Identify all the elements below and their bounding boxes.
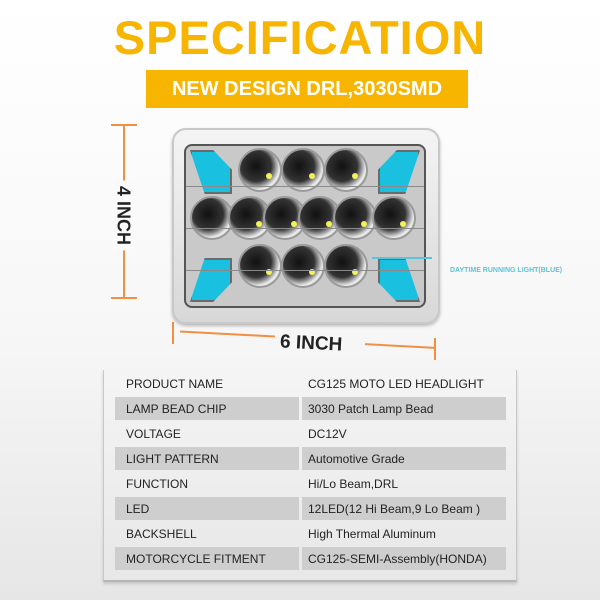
- led-chip-icon: [266, 173, 272, 179]
- spec-value: DC12V: [308, 426, 347, 441]
- led-chip-icon: [352, 173, 358, 179]
- spec-key: FUNCTION: [126, 476, 188, 491]
- led-reflector: [333, 196, 377, 240]
- spec-value: 3030 Patch Lamp Bead: [302, 397, 506, 420]
- led-chip-icon: [291, 221, 297, 227]
- spec-value: Automotive Grade: [302, 447, 506, 470]
- spec-value: Hi/Lo Beam,DRL: [308, 476, 399, 491]
- height-dimension-cap-top: [111, 124, 137, 126]
- width-dimension-line-right: [364, 343, 436, 349]
- spec-key: BACKSHELL: [126, 526, 197, 541]
- headlight-diagram: [172, 128, 440, 324]
- headlight-lens: [184, 144, 426, 308]
- lens-rib: [186, 228, 424, 229]
- drl-callout-label: DAYTIME RUNNING LIGHT(BLUE): [450, 267, 563, 274]
- spec-value: 12LED(12 Hi Beam,9 Lo Beam ): [302, 497, 506, 520]
- led-reflector: [372, 196, 416, 240]
- spec-value: High Thermal Aluminum: [308, 526, 436, 541]
- spec-value: CG125-SEMI-Assembly(HONDA): [302, 547, 506, 570]
- drl-segment-bottom-right: [378, 258, 420, 302]
- width-label: 6 INCH: [279, 331, 343, 356]
- led-chip-icon: [309, 269, 315, 275]
- drl-callout-line: [372, 257, 432, 259]
- led-reflector: [324, 148, 368, 192]
- lens-rib: [186, 186, 424, 187]
- height-dimension-cap-bottom: [111, 297, 137, 299]
- spec-key: LAMP BEAD CHIP: [115, 397, 299, 420]
- led-chip-icon: [352, 269, 358, 275]
- table-row: LED 12LED(12 Hi Beam,9 Lo Beam ): [115, 496, 506, 521]
- spec-key: VOLTAGE: [126, 426, 181, 441]
- led-chip-icon: [361, 221, 367, 227]
- spec-key: MOTORCYCLE FITMENT: [115, 547, 299, 570]
- table-row: LAMP BEAD CHIP 3030 Patch Lamp Bead: [115, 396, 506, 421]
- spec-key: LIGHT PATTERN: [115, 447, 299, 470]
- led-reflector: [238, 244, 282, 288]
- led-chip-icon: [266, 269, 272, 275]
- led-reflector: [281, 148, 325, 192]
- led-chip-icon: [400, 221, 406, 227]
- page-title: SPECIFICATION: [113, 11, 487, 64]
- led-reflector: [324, 244, 368, 288]
- drl-segment-top-left: [190, 150, 232, 194]
- spec-value: CG125 MOTO LED HEADLIGHT: [308, 376, 484, 391]
- table-row: VOLTAGE DC12V: [115, 421, 506, 446]
- spec-key: LED: [115, 497, 299, 520]
- led-chip-icon: [326, 221, 332, 227]
- table-row: PRODUCT NAME CG125 MOTO LED HEADLIGHT: [115, 371, 506, 396]
- subtitle-banner: NEW DESIGN DRL,3030SMD: [146, 70, 468, 108]
- spec-key: PRODUCT NAME: [126, 376, 224, 391]
- led-chip-icon: [309, 173, 315, 179]
- width-dimension-cap-left: [172, 322, 174, 344]
- drl-segment-bottom-left: [190, 258, 232, 302]
- height-label: 4 INCH: [112, 180, 134, 251]
- table-row: LIGHT PATTERN Automotive Grade: [115, 446, 506, 471]
- lens-rib: [186, 270, 424, 271]
- led-chip-icon: [256, 221, 262, 227]
- table-row: BACKSHELL High Thermal Aluminum: [115, 521, 506, 546]
- led-reflector: [281, 244, 325, 288]
- spec-table: PRODUCT NAME CG125 MOTO LED HEADLIGHT LA…: [103, 370, 517, 582]
- led-reflector: [190, 196, 234, 240]
- width-dimension-cap-right: [434, 338, 436, 360]
- table-row: MOTORCYCLE FITMENT CG125-SEMI-Assembly(H…: [115, 546, 506, 571]
- width-dimension-line-left: [180, 330, 275, 338]
- table-row: FUNCTION Hi/Lo Beam,DRL: [115, 471, 506, 496]
- drl-segment-top-right: [378, 150, 420, 194]
